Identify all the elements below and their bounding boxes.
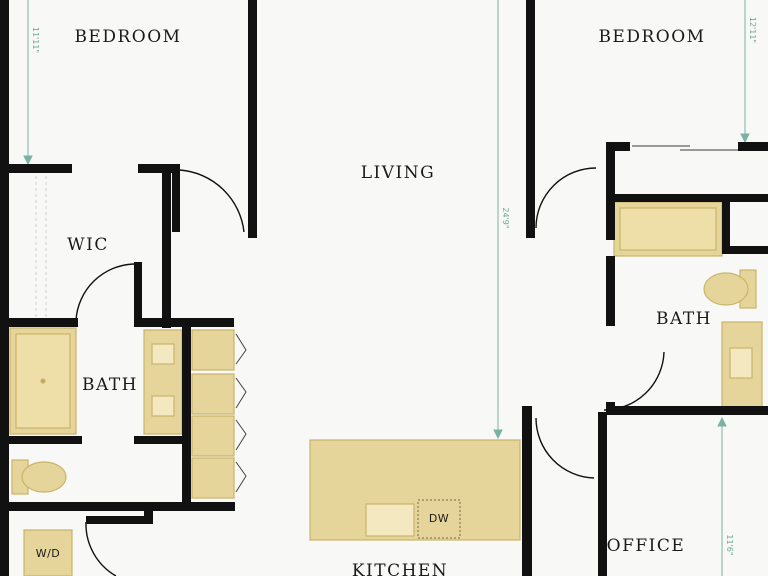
dishwasher (417, 499, 461, 539)
room-label-bedroom-left: BEDROOM (74, 27, 181, 47)
sink-icon (729, 347, 753, 379)
shelf (191, 329, 235, 371)
closet-door-marks (235, 333, 247, 493)
kitchen-island (309, 439, 521, 541)
washer-dryer (23, 529, 73, 576)
dimension-label-office: 11'6" (725, 534, 734, 555)
room-label-bedroom-right: BEDROOM (598, 27, 705, 47)
shelf (191, 415, 235, 457)
bathtub-right-basin (619, 207, 717, 251)
room-label-office: OFFICE (607, 536, 686, 556)
door-swing-bedroom-right (535, 167, 597, 229)
shelf (191, 373, 235, 415)
arrow-icon (23, 155, 33, 166)
door-swing-laundry (85, 521, 117, 576)
sink-icon (151, 343, 175, 365)
shelf (191, 457, 235, 499)
door-swing-office (535, 417, 595, 479)
room-label-wic: WIC (67, 235, 109, 255)
dimension-lines (23, 0, 750, 576)
arrow-icon (717, 416, 727, 427)
dimension-label-living: 24'9" (501, 207, 510, 228)
dimension-label-bedroom-left: 11'11" (31, 27, 40, 53)
toilet-bowl-right (703, 272, 749, 306)
fixtures (9, 201, 763, 576)
door-swing-bedroom-left (179, 169, 245, 233)
arrow-icon (740, 133, 750, 144)
dimension-label-bedroom-right: 12'11" (748, 17, 757, 43)
door-swing-wic (75, 263, 135, 321)
kitchen-sink-icon (365, 503, 415, 537)
drain-icon (40, 378, 46, 384)
sliding-door (632, 145, 738, 151)
room-label-bath-right: BATH (656, 309, 712, 329)
room-label-kitchen: KITCHEN (352, 561, 448, 576)
sink-icon (151, 395, 175, 417)
toilet-bowl-left (21, 461, 67, 493)
appliance-label-dishwasher: DW (429, 512, 449, 525)
arrow-icon (493, 429, 503, 440)
appliance-label-washer-dryer: W/D (36, 547, 61, 560)
room-label-bath-left: BATH (82, 375, 138, 395)
room-label-living: LIVING (361, 163, 435, 183)
